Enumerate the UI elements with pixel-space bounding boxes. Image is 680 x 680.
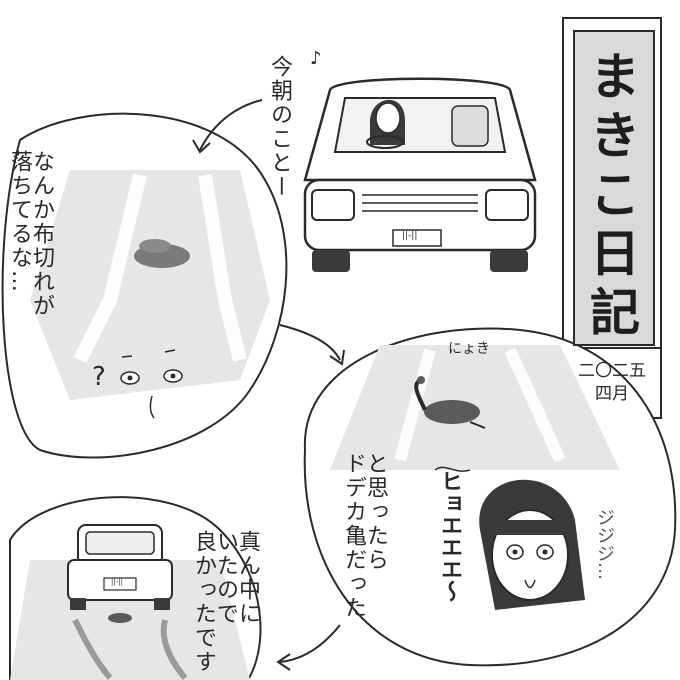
car-front — [303, 77, 537, 272]
sfx-nyoki: にょき — [448, 341, 490, 357]
plate-text: ||-|| — [402, 231, 418, 241]
date-month: 四月 — [595, 383, 629, 404]
narration-line: なんか布切れが — [29, 150, 54, 318]
title-box: ま き こ 日 記 二〇二五 四月 — [563, 18, 661, 418]
music-note-icon: ♪ — [310, 48, 322, 69]
narration-middle: 真ん中に いたので 良かったです — [191, 530, 260, 674]
diary-title: ま き こ 日 記 — [583, 48, 647, 343]
narration-line: 落ちてるな… — [7, 150, 32, 294]
sfx-hyoe: ヒョエエエ〜 — [437, 470, 462, 602]
sfx-jiwa: ジジジ… — [594, 508, 615, 580]
narration-line: 良かったです — [191, 530, 216, 674]
panel-road-cloth — [1, 112, 288, 459]
sfx-question: ? — [92, 362, 106, 392]
narration-line: 今朝のことー — [267, 55, 292, 199]
title-char: こ — [590, 166, 640, 224]
narration-line: 真ん中に — [235, 530, 260, 626]
panel-car-back — [9, 496, 262, 680]
title-char: 記 — [590, 284, 640, 342]
title-char: ま — [590, 48, 640, 106]
title-char: 日 — [590, 225, 640, 283]
title-panel: ま き こ 日 記 — [573, 30, 655, 346]
date-label: 二〇二五 四月 — [575, 360, 649, 406]
plate-text-back: ||-|| — [111, 578, 123, 586]
narration-turtle: と思ったら ドデカ亀だった — [341, 452, 388, 620]
narration-line: いたので — [213, 530, 238, 626]
narration-line: ドデカ亀だった — [341, 452, 366, 620]
narration-cloth: なんか布切れが 落ちてるな… — [7, 150, 54, 318]
title-char: き — [590, 107, 640, 165]
narration-this-morning: 今朝のことー — [267, 55, 292, 199]
turtle-shell — [424, 400, 480, 424]
panel-turtle — [303, 327, 677, 667]
date-year: 二〇二五 — [578, 361, 646, 381]
narration-line: と思ったら — [363, 452, 388, 572]
license-plate — [392, 229, 442, 247]
